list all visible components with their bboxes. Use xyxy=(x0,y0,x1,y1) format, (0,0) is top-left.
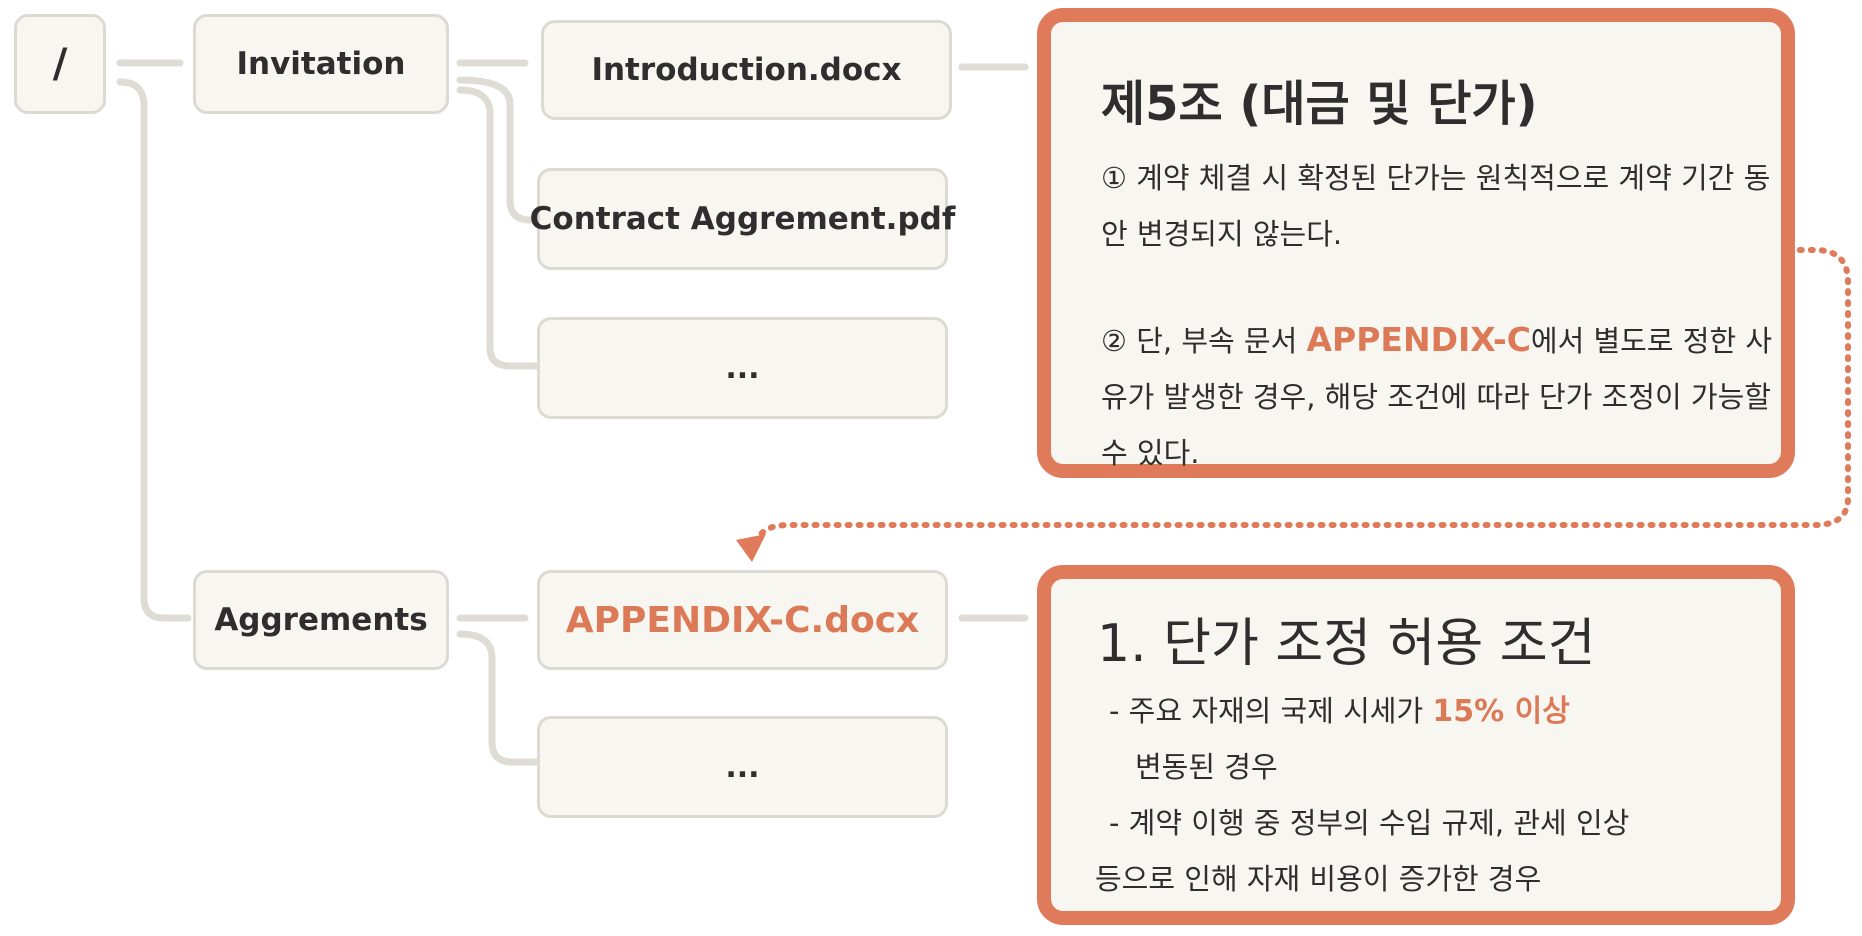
file-more-2-label: ... xyxy=(725,749,760,785)
clause-2-suffix: 에서 별도로 정한 사유가 발생한 경우, 해당 조건에 따라 단가 조정이 가… xyxy=(1101,324,1773,470)
file-appendix-c[interactable]: APPENDIX-C.docx xyxy=(537,570,948,670)
file-appendix-c-label: APPENDIX-C.docx xyxy=(565,599,920,641)
folder-invitation[interactable]: Invitation xyxy=(193,14,449,114)
clause-2-prefix: ② 단, 부속 문서 xyxy=(1101,324,1307,358)
connector-invitation-contract xyxy=(456,76,544,224)
file-more-1-label: ... xyxy=(725,350,760,386)
file-contract-label: Contract Aggrement.pdf xyxy=(529,201,956,237)
appendix-item-2-line-1: - 계약 이행 중 정부의 수입 규제, 관세 인상 xyxy=(1109,806,1630,840)
file-introduction-label: Introduction.docx xyxy=(591,52,902,88)
appendix-item-1-cont: 변동된 경우 xyxy=(1135,750,1278,784)
article-clause-2: ② 단, 부속 문서 APPENDIX-C에서 별도로 정한 사유가 발생한 경… xyxy=(1101,312,1791,481)
connector-aggrements-more2 xyxy=(456,630,544,766)
appendix-preview-card: 1. 단가 조정 허용 조건 - 주요 자재의 국제 시세가 15% 이상 변동… xyxy=(1037,565,1795,925)
connector-root-aggrements xyxy=(116,78,192,622)
appendix-item-2-line-2: 등으로 인해 자재 비용이 증가한 경우 xyxy=(1095,862,1542,896)
folder-invitation-label: Invitation xyxy=(236,46,406,82)
connector-invitation-more1 xyxy=(456,86,544,370)
appendix-item-1: - 주요 자재의 국제 시세가 15% 이상 xyxy=(1109,683,1570,740)
appendix-title: 1. 단가 조정 허용 조건 xyxy=(1097,614,1596,674)
reference-arrowhead xyxy=(736,534,766,562)
item-1-highlight: 15% 이상 xyxy=(1432,694,1570,729)
file-contract[interactable]: Contract Aggrement.pdf xyxy=(530,168,955,270)
article-preview-card: 제5조 (대금 및 단가) ① 계약 체결 시 확정된 단가는 원칙적으로 계약… xyxy=(1037,8,1795,478)
appendix-reference[interactable]: APPENDIX-C xyxy=(1306,320,1531,359)
article-title: 제5조 (대금 및 단가) xyxy=(1101,76,1538,132)
root-node[interactable]: / xyxy=(14,14,106,114)
root-label: / xyxy=(52,41,68,87)
file-more-2[interactable]: ... xyxy=(537,716,948,818)
folder-aggrements[interactable]: Aggrements xyxy=(193,570,449,670)
item-1-prefix: - 주요 자재의 국제 시세가 xyxy=(1109,694,1433,728)
article-clause-1: ① 계약 체결 시 확정된 단가는 원칙적으로 계약 기간 동안 변경되지 않는… xyxy=(1101,161,1771,251)
file-introduction[interactable]: Introduction.docx xyxy=(541,20,952,120)
folder-aggrements-label: Aggrements xyxy=(214,602,428,638)
file-more-1[interactable]: ... xyxy=(537,317,948,419)
